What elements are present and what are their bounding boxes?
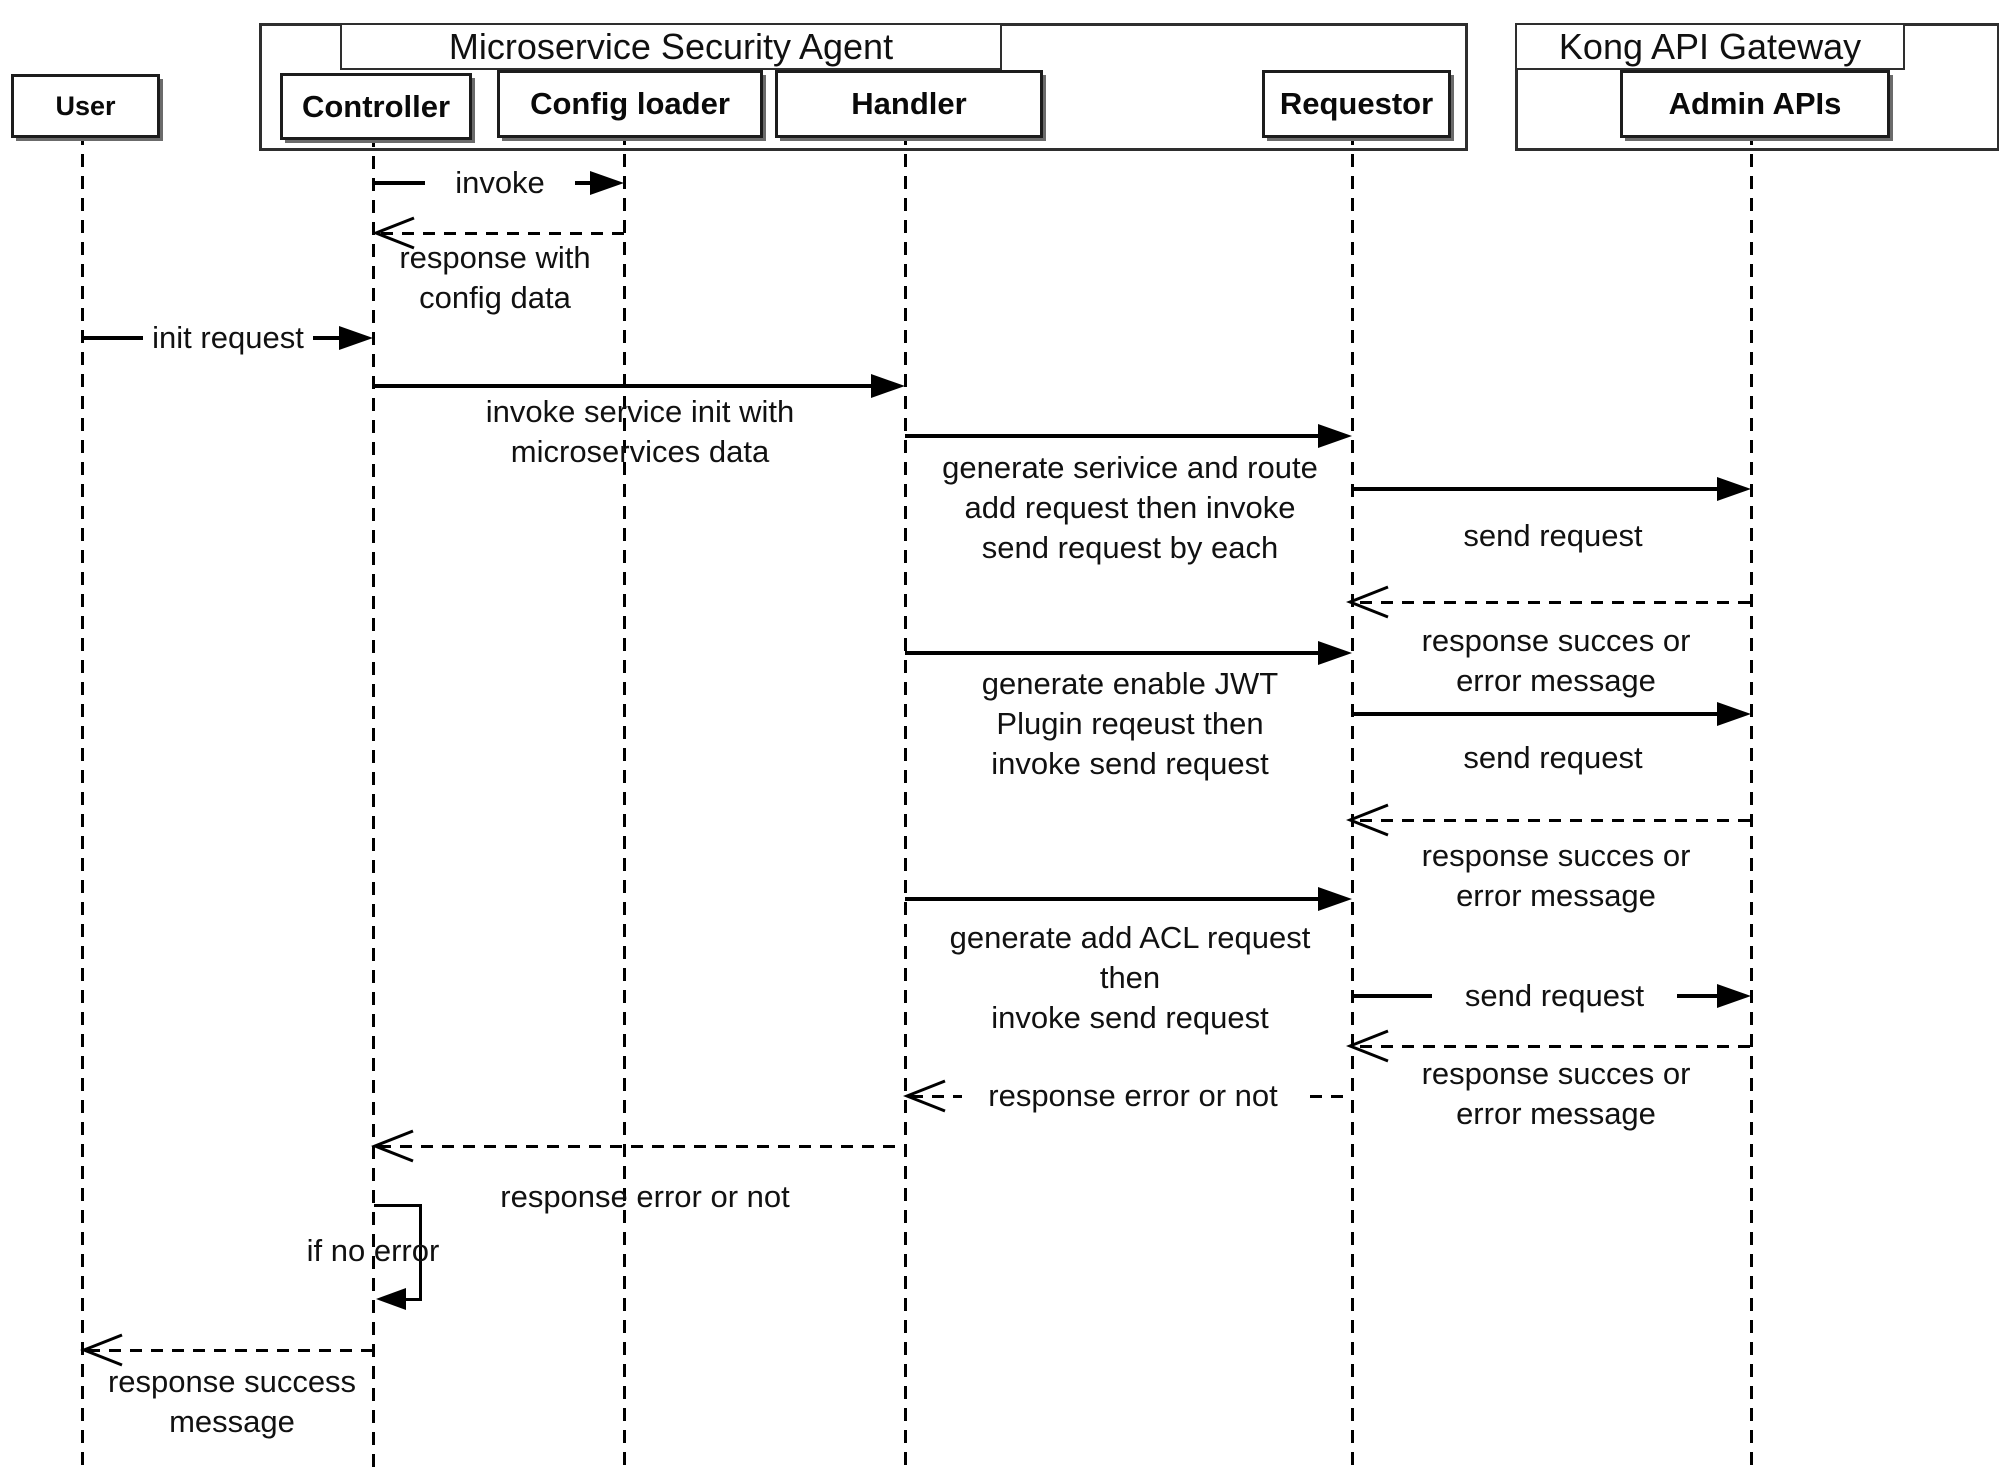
participant-user: User — [11, 74, 160, 138]
participant-admin-apis: Admin APIs — [1620, 70, 1890, 138]
participant-requestor: Requestor — [1262, 70, 1451, 138]
arrowhead-generate-jwt — [1318, 641, 1352, 665]
arrowhead-send-request-3 — [1717, 984, 1751, 1008]
message-label-response-error-handler: response error or not — [500, 1179, 790, 1214]
participant-config-loader: Config loader — [497, 70, 763, 138]
message-line-response-error-handler — [379, 1145, 905, 1148]
message-label-generate-acl: generate add ACL request then invoke sen… — [949, 920, 1311, 1035]
arrowhead-invoke-service-init — [871, 374, 905, 398]
open-arrowhead-response-config — [372, 216, 415, 250]
open-arrowhead-response-error-requestor — [903, 1079, 946, 1113]
message-line-response-success — [88, 1349, 373, 1352]
message-label-invoke-service-init: invoke service init with microservices d… — [485, 394, 795, 469]
message-label-generate-jwt: generate enable JWT Plugin reqeust then … — [981, 666, 1279, 781]
arrowhead-generate-acl — [1318, 887, 1352, 911]
message-label-send-request-3: send request — [1432, 976, 1677, 1016]
arrowhead-self-message — [376, 1288, 406, 1310]
arrowhead-send-request-2 — [1717, 702, 1751, 726]
lifeline-requestor — [1351, 132, 1354, 1468]
lifeline-config-loader — [623, 132, 626, 1468]
message-line-send-request-1 — [1352, 487, 1719, 491]
open-arrowhead-response-3 — [1346, 1029, 1389, 1063]
message-label-send-request-1: send request — [1463, 518, 1643, 553]
message-line-response-3 — [1360, 1045, 1751, 1048]
message-label-init-request: init request — [143, 318, 313, 358]
self-message-right-line — [419, 1204, 422, 1301]
open-arrowhead-response-success — [80, 1333, 123, 1367]
arrowhead-send-request-1 — [1717, 477, 1751, 501]
lifeline-handler — [904, 132, 907, 1468]
message-label-generate-service-route: generate serivice and route add request … — [942, 450, 1318, 565]
message-label-invoke: invoke — [425, 163, 575, 203]
message-line-response-2 — [1360, 819, 1751, 822]
message-line-generate-service-route — [905, 434, 1320, 438]
open-arrowhead-response-1 — [1346, 585, 1389, 619]
frame-title-microservice-security-agent: Microservice Security Agent — [340, 23, 1002, 70]
message-label-response-config: response with config data — [399, 240, 591, 315]
message-line-invoke-service-init — [373, 384, 873, 388]
message-label-response-2: response succes or error message — [1421, 838, 1691, 913]
message-line-send-request-2 — [1352, 712, 1719, 716]
message-label-response-1: response succes or error message — [1421, 623, 1691, 698]
arrowhead-init-request — [339, 326, 373, 350]
message-line-response-config — [381, 232, 625, 235]
participant-controller: Controller — [280, 73, 472, 140]
self-message-top-line — [374, 1204, 422, 1207]
message-label-send-request-2: send request — [1463, 740, 1643, 775]
open-arrowhead-response-error-handler — [371, 1129, 414, 1163]
message-label-if-no-error: if no error — [306, 1233, 440, 1268]
message-line-response-1 — [1360, 601, 1751, 604]
open-arrowhead-response-2 — [1346, 803, 1389, 837]
message-line-generate-jwt — [905, 651, 1320, 655]
lifeline-controller — [372, 134, 375, 1468]
lifeline-admin-apis — [1750, 132, 1753, 1468]
message-label-response-error-requestor: response error or not — [962, 1076, 1304, 1116]
message-line-generate-acl — [905, 897, 1320, 901]
arrowhead-invoke — [590, 171, 624, 195]
participant-handler: Handler — [775, 70, 1043, 138]
frame-title-kong-api-gateway: Kong API Gateway — [1515, 23, 1905, 70]
lifeline-user — [81, 132, 84, 1468]
message-label-response-success: response success message — [107, 1364, 357, 1439]
arrowhead-generate-service-route — [1318, 424, 1352, 448]
message-label-response-3: response succes or error message — [1421, 1056, 1691, 1131]
